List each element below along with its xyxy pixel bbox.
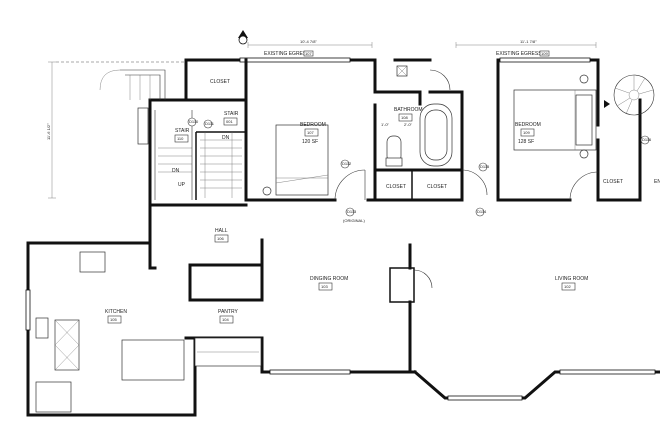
stair-dn-label-2: DN — [172, 168, 180, 174]
exterior-stair — [99, 69, 166, 100]
living-102-number: 102 — [564, 284, 571, 289]
egress-tag-107: 107 — [305, 51, 312, 56]
spiral-stair — [604, 74, 655, 116]
closet-e-label: CLOSET — [603, 179, 623, 185]
top-dimension-lines — [247, 42, 597, 48]
bedroom-107-label: BEDROOM — [300, 122, 326, 128]
svg-text:D112: D112 — [342, 161, 352, 166]
dining-103-number: 103 — [321, 284, 328, 289]
living-102-label: LIVING ROOM — [555, 276, 588, 282]
pantry-shelves — [194, 337, 262, 367]
upper-doors — [334, 69, 599, 201]
upper-wing-walls — [148, 57, 642, 207]
svg-text:D113: D113 — [347, 209, 357, 214]
door-tag-d111: D111 — [203, 119, 215, 129]
pantry-104-number: 104 — [222, 317, 229, 322]
closet-1-label: CLOSET — [386, 184, 406, 190]
bath-dimension-b: 2'-0" — [404, 122, 413, 127]
door-tag-d112: D112 — [340, 159, 352, 169]
kitchen-105-number: 105 — [110, 317, 117, 322]
pantry-104-label: PANTRY — [218, 309, 238, 315]
bedroom-107-bed — [262, 124, 329, 196]
kitchen-fixtures — [25, 251, 185, 413]
bedroom-107-number: 107 — [307, 130, 314, 135]
hall-106-number: 106 — [217, 236, 224, 241]
svg-text:D114: D114 — [477, 209, 487, 214]
left-dimension-line — [48, 61, 185, 199]
original-note: (ORIGINAL) — [343, 218, 365, 223]
stair-001-number: 001 — [226, 119, 233, 124]
door-tag-d110: D110 — [187, 117, 199, 127]
edge-partial-label: EN — [654, 179, 660, 185]
svg-text:D116: D116 — [642, 137, 652, 142]
dimension-left-vertical: 11'-6 1/2" — [46, 123, 51, 140]
svg-text:D115: D115 — [480, 164, 490, 169]
closet-nw-label: CLOSET — [210, 79, 230, 85]
closet-2-label: CLOSET — [427, 184, 447, 190]
door-tag-d115: D115 — [478, 162, 490, 172]
bath-dimension-a: 1'-0" — [381, 122, 390, 127]
stair-110-label: STAIR — [175, 128, 190, 134]
bedroom-109-area: 128 SF — [518, 139, 534, 145]
dimension-top-right: 11'-1 7/8" — [520, 39, 537, 44]
bathroom-108-number: 108 — [401, 115, 408, 120]
stair-dn-label-1: DN — [222, 135, 230, 141]
bedroom-109-number: 109 — [523, 130, 530, 135]
bathroom-108-label: BATHROOM — [394, 107, 423, 113]
dimension-top-left: 10'-4 7/8" — [300, 39, 317, 44]
egress-tag-109: 109 — [541, 51, 548, 56]
stair-up-label: UP — [178, 182, 186, 188]
hall-106-label: HALL — [215, 228, 228, 234]
svg-text:D110: D110 — [189, 119, 199, 124]
bedroom-109-label: BEDROOM — [515, 122, 541, 128]
door-tag-d116: D116 — [640, 135, 652, 145]
stair-110-number: 110 — [177, 136, 184, 141]
bedroom-109-bed — [513, 74, 597, 159]
section-marker-icon — [238, 30, 248, 45]
egress-label-left: EXISTING EGRESS — [264, 51, 310, 57]
dining-103-label: DINGING ROOM — [310, 276, 348, 282]
bedroom-107-area: 120 SF — [302, 139, 318, 145]
svg-text:D111: D111 — [205, 121, 215, 126]
egress-label-right: EXISTING EGRESS — [496, 51, 542, 57]
stair-001-label: STAIR — [224, 111, 239, 117]
door-tag-d113: D113 — [345, 207, 357, 217]
door-tag-d114: D114 — [475, 207, 487, 217]
bathroom-fixtures — [385, 65, 453, 167]
stair-treads — [137, 107, 242, 200]
kitchen-105-label: KITCHEN — [105, 309, 127, 315]
